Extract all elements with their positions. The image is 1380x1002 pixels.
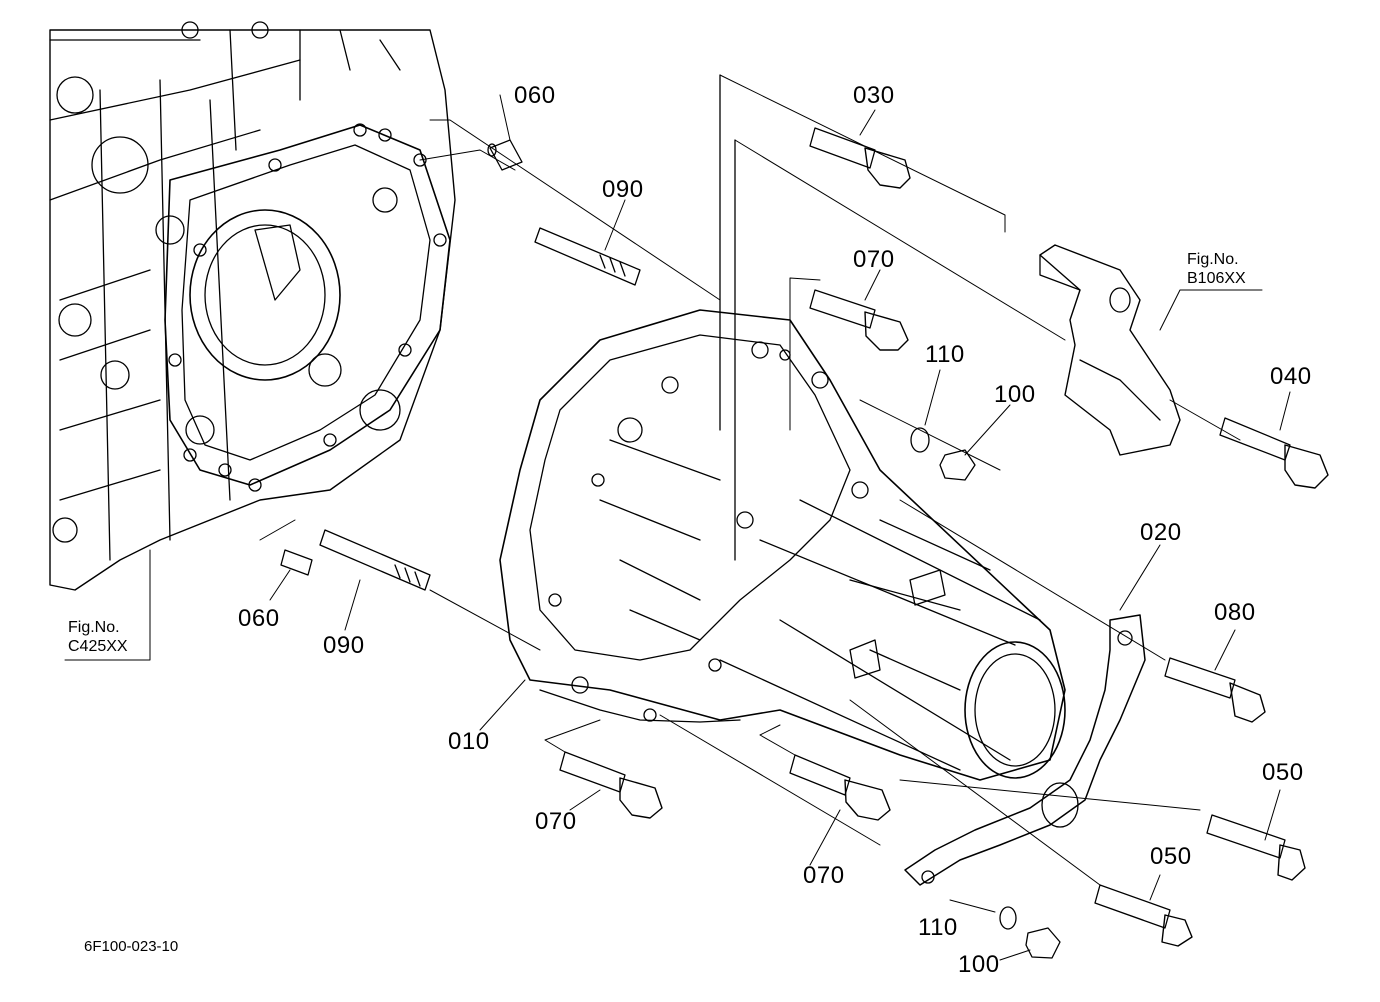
- callout-080: 080: [1214, 599, 1256, 626]
- fasteners-drawing: [280, 127, 1329, 959]
- callout-070-upper: 070: [853, 246, 895, 273]
- callout-010: 010: [448, 728, 490, 755]
- figure-ref-b106-line2: B106XX: [1187, 270, 1246, 287]
- figure-ref-c425-line2: C425XX: [68, 638, 128, 655]
- callout-070-lower-left: 070: [535, 808, 577, 835]
- callout-100-lower: 100: [958, 951, 1000, 978]
- callout-050-lower: 050: [1150, 843, 1192, 870]
- callout-090-bottom: 090: [323, 632, 365, 659]
- callout-020: 020: [1140, 519, 1182, 546]
- callout-090-top: 090: [602, 176, 644, 203]
- stay-bracket-drawing: [1039, 244, 1181, 456]
- figure-ref-b106-line1: Fig.No.: [1187, 251, 1239, 268]
- callout-060-bottom: 060: [238, 605, 280, 632]
- bracket-020-drawing: [904, 614, 1146, 886]
- callout-040: 040: [1270, 363, 1312, 390]
- figure-ref-c425-line1: Fig.No.: [68, 619, 120, 636]
- callout-070-lower-middle: 070: [803, 862, 845, 889]
- transmission-housing-drawing: [499, 74, 1066, 781]
- callout-110-upper: 110: [925, 341, 965, 368]
- callout-050-right: 050: [1262, 759, 1304, 786]
- callout-030: 030: [853, 82, 895, 109]
- drawing-code: 6F100-023-10: [84, 938, 179, 955]
- callout-060-top: 060: [514, 82, 556, 109]
- figure-ref-b106: Fig.No. B106XX: [1187, 250, 1246, 288]
- engine-block-drawing: [49, 21, 456, 591]
- leader-lines: [64, 74, 1291, 961]
- callout-110-lower: 110: [918, 914, 958, 941]
- figure-ref-c425: Fig.No. C425XX: [68, 618, 128, 656]
- callout-100-upper: 100: [994, 381, 1036, 408]
